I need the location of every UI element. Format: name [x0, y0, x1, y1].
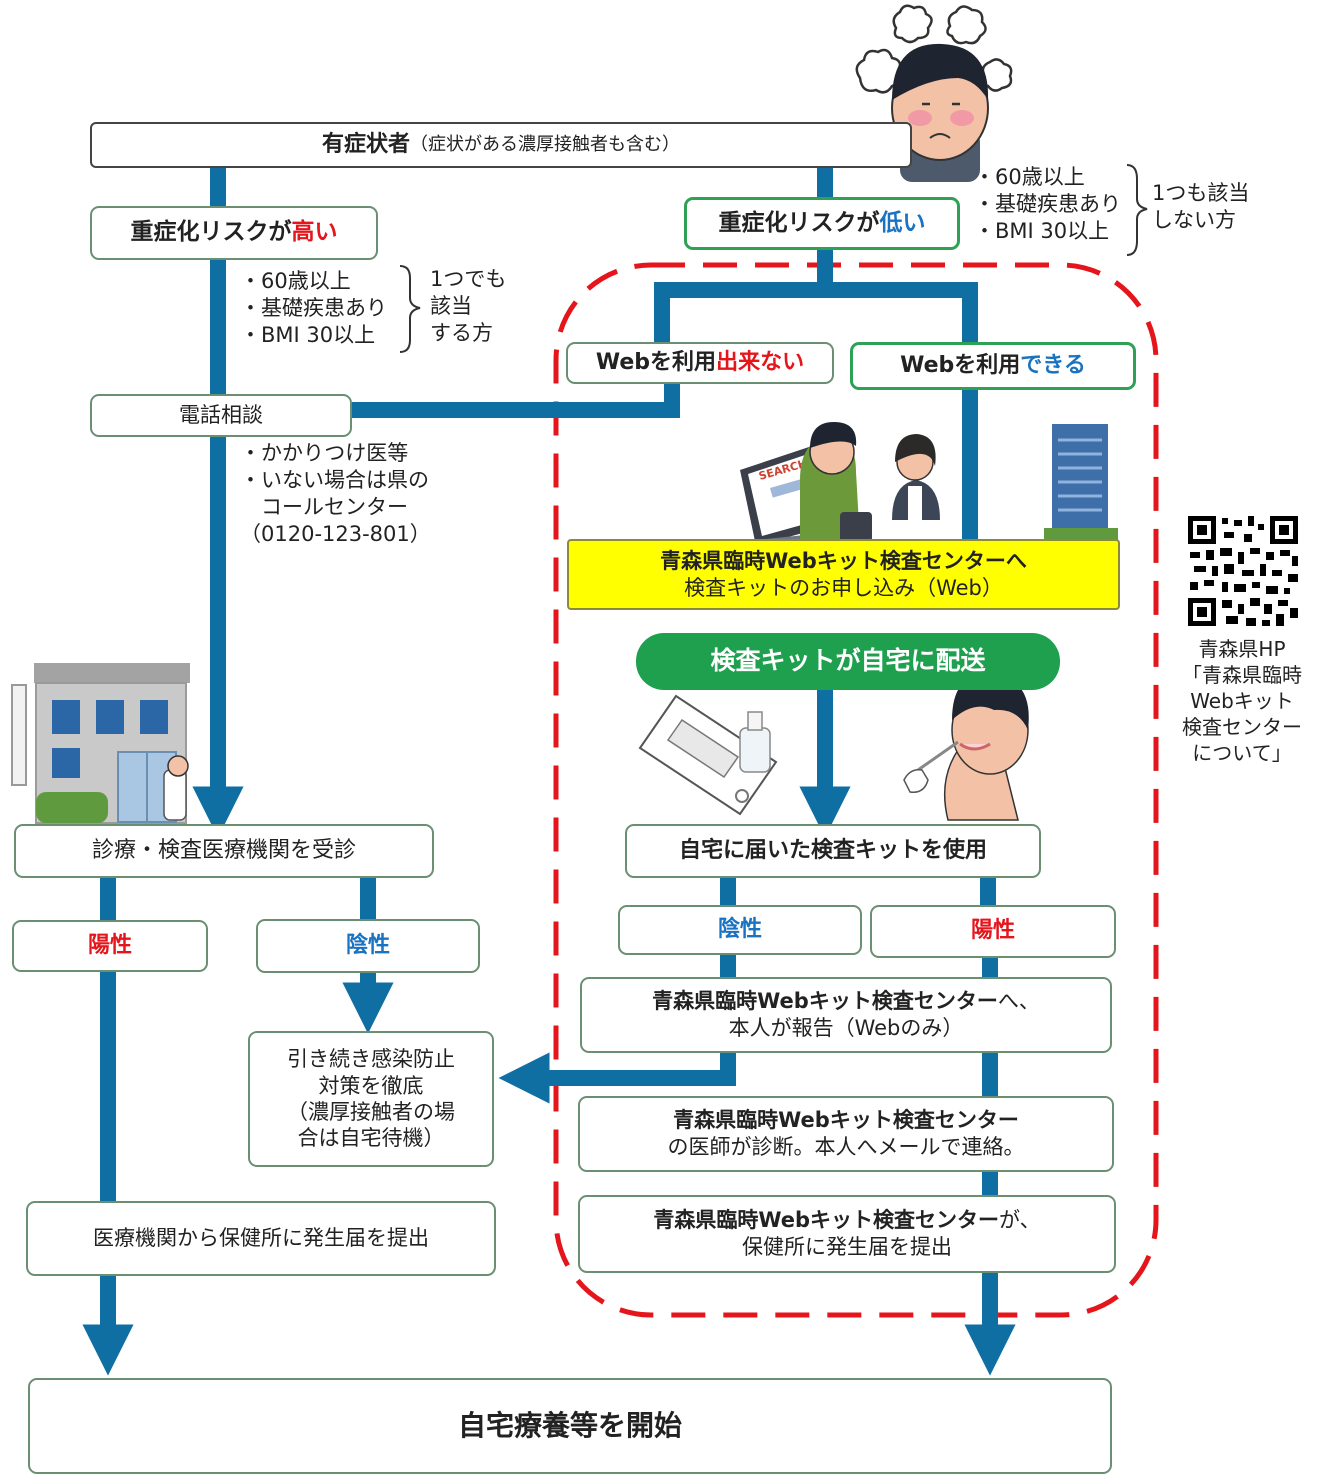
clinic-report-box: 医療機関から保健所に発生届を提出 [26, 1201, 496, 1276]
left-criteria-bmi: ・BMI 30以上 [240, 322, 376, 347]
continue-line: （濃厚接触者の場 [287, 1100, 455, 1124]
left-negative-label: 陰性 [345, 932, 390, 958]
symptomatic-title: 有症状者 [321, 131, 410, 157]
qr-caption[interactable]: 青森県HP 「青森県臨時 Webキット 検査センター について」 [1166, 636, 1318, 766]
kit-delivery-pill: 検査キットが自宅に配送 [636, 633, 1060, 690]
continue-line: 引き続き感染防止 [287, 1047, 455, 1072]
phone-note-line: コールセンター [240, 494, 408, 519]
worried-person-icon [855, 4, 1013, 182]
use-kit-label: 自宅に届いた検査キットを使用 [678, 837, 987, 863]
brace-right [1126, 164, 1148, 256]
qr-caption-line: 青森県HP [1198, 637, 1286, 661]
left-negative-box: 陰性 [256, 919, 480, 973]
risk-low-emph: 低い [879, 209, 926, 236]
left-criteria: ・60歳以上 ・基礎疾患あり ・BMI 30以上 [240, 268, 387, 349]
self-report-particle: へ、 [997, 988, 1040, 1013]
swab-person-icon [903, 673, 1029, 821]
right-criteria-note-line: 1つも該当 [1152, 181, 1250, 205]
web-region-outline [553, 262, 1159, 1318]
continue-prevention-box: 引き続き感染防止 対策を徹底 （濃厚接触者の場 合は自宅待機） [248, 1031, 494, 1167]
use-kit-box: 自宅に届いた検査キットを使用 [625, 824, 1041, 878]
left-criteria-note-line: する方 [430, 320, 493, 345]
right-criteria-bmi: ・BMI 30以上 [974, 218, 1110, 243]
left-positive-box: 陽性 [12, 920, 208, 972]
kit-application-box: 青森県臨時Webキット検査センターへ 検査キットのお申し込み（Web） [567, 539, 1120, 610]
risk-low-box: 重症化リスクが低い [684, 197, 960, 250]
left-criteria-age: ・60歳以上 [240, 269, 351, 293]
phone-note-line: ・かかりつけ医等 [240, 441, 409, 465]
left-criteria-disease: ・基礎疾患あり [240, 295, 387, 320]
qr-caption-line: 検査センター [1182, 715, 1302, 739]
left-positive-label: 陽性 [87, 932, 132, 958]
doctor-diagnosis-box: 青森県臨時Webキット検査センター の医師が診断。本人へメールで連絡。 [578, 1096, 1114, 1172]
right-negative-box: 陰性 [618, 905, 862, 955]
clinic-report-label: 医療機関から保健所に発生届を提出 [93, 1225, 429, 1250]
web-available-prefix: Webを利用 [900, 352, 1021, 378]
qr-caption-line: 「青森県臨時 [1182, 663, 1302, 687]
phone-notes: ・かかりつけ医等 ・いない場合は県の コールセンター （0120-123-801… [240, 440, 431, 548]
phone-note-line: ・いない場合は県の [240, 467, 429, 492]
web-available-box: Webを利用できる [850, 342, 1136, 390]
web-unavailable-prefix: Webを利用 [595, 349, 717, 375]
right-criteria-note-line: しない方 [1152, 207, 1236, 232]
phone-hotline-number: （0120-123-801） [240, 521, 431, 546]
risk-high-prefix: 重症化リスクが [130, 219, 292, 246]
symptomatic-note: （症状がある濃厚接触者も含む） [410, 134, 680, 156]
phone-consult-label: 電話相談 [179, 402, 263, 427]
right-positive-box: 陽性 [870, 905, 1116, 958]
right-negative-label: 陰性 [717, 916, 762, 942]
right-criteria-age: ・60歳以上 [974, 165, 1085, 189]
qr-caption-line: Webキット [1190, 689, 1294, 713]
web-unavailable-box: Webを利用出来ない [566, 342, 834, 384]
diagnosis-action: の医師が診断。本人へメールで連絡。 [667, 1135, 1025, 1159]
clinic-building-icon [11, 663, 190, 824]
home-care-start-label: 自宅療養等を開始 [457, 1408, 682, 1442]
left-criteria-note-line: 1つでも [430, 267, 507, 291]
continue-line: 対策を徹底 [318, 1073, 424, 1098]
right-positive-label: 陽性 [970, 918, 1015, 944]
risk-high-emph: 高い [291, 219, 338, 246]
kit-delivery-label: 検査キットが自宅に配送 [710, 646, 986, 676]
test-kit-icon [638, 694, 778, 816]
symptomatic-box: 有症状者 （症状がある濃厚接触者も含む） [90, 122, 912, 168]
notify-particle: が、 [999, 1207, 1041, 1232]
web-users-icon: SEARCH [740, 422, 1118, 552]
self-report-box: 青森県臨時Webキット検査センターへ、 本人が報告（Webのみ） [580, 977, 1112, 1053]
clinic-visit-label: 診療・検査医療機関を受診 [91, 837, 356, 863]
brace-left [399, 265, 421, 353]
qr-code-icon [1186, 514, 1300, 628]
right-criteria: ・60歳以上 ・基礎疾患あり ・BMI 30以上 [974, 164, 1121, 245]
right-criteria-note: 1つも該当 しない方 [1152, 180, 1249, 234]
risk-low-prefix: 重症化リスクが [718, 209, 880, 236]
diagnosis-center: 青森県臨時Webキット検査センター [673, 1107, 1019, 1132]
right-criteria-disease: ・基礎疾患あり [974, 191, 1121, 216]
kit-application-title: 青森県臨時Webキット検査センターへ [660, 549, 1027, 574]
self-report-action: 本人が報告（Webのみ） [728, 1016, 964, 1040]
home-care-start-box: 自宅療養等を開始 [28, 1378, 1112, 1474]
qr-caption-line: について」 [1192, 741, 1292, 765]
left-criteria-note-line: 該当 [430, 293, 472, 318]
continue-line: 合は自宅待機） [297, 1126, 445, 1151]
clinic-visit-box: 診療・検査医療機関を受診 [14, 824, 434, 878]
center-notify-box: 青森県臨時Webキット検査センターが、 保健所に発生届を提出 [578, 1195, 1116, 1273]
kit-application-subtitle: 検査キットのお申し込み（Web） [684, 575, 1003, 600]
notify-center: 青森県臨時Webキット検査センター [653, 1207, 1000, 1232]
self-report-center: 青森県臨時Webキット検査センター [652, 988, 998, 1013]
left-criteria-note: 1つでも 該当 する方 [430, 266, 506, 347]
notify-action: 保健所に発生届を提出 [742, 1235, 952, 1259]
risk-high-box: 重症化リスクが高い [90, 206, 378, 260]
web-available-emph: できる [1020, 352, 1086, 378]
web-unavailable-emph: 出来ない [716, 349, 805, 375]
phone-consult-box: 電話相談 [90, 394, 352, 437]
